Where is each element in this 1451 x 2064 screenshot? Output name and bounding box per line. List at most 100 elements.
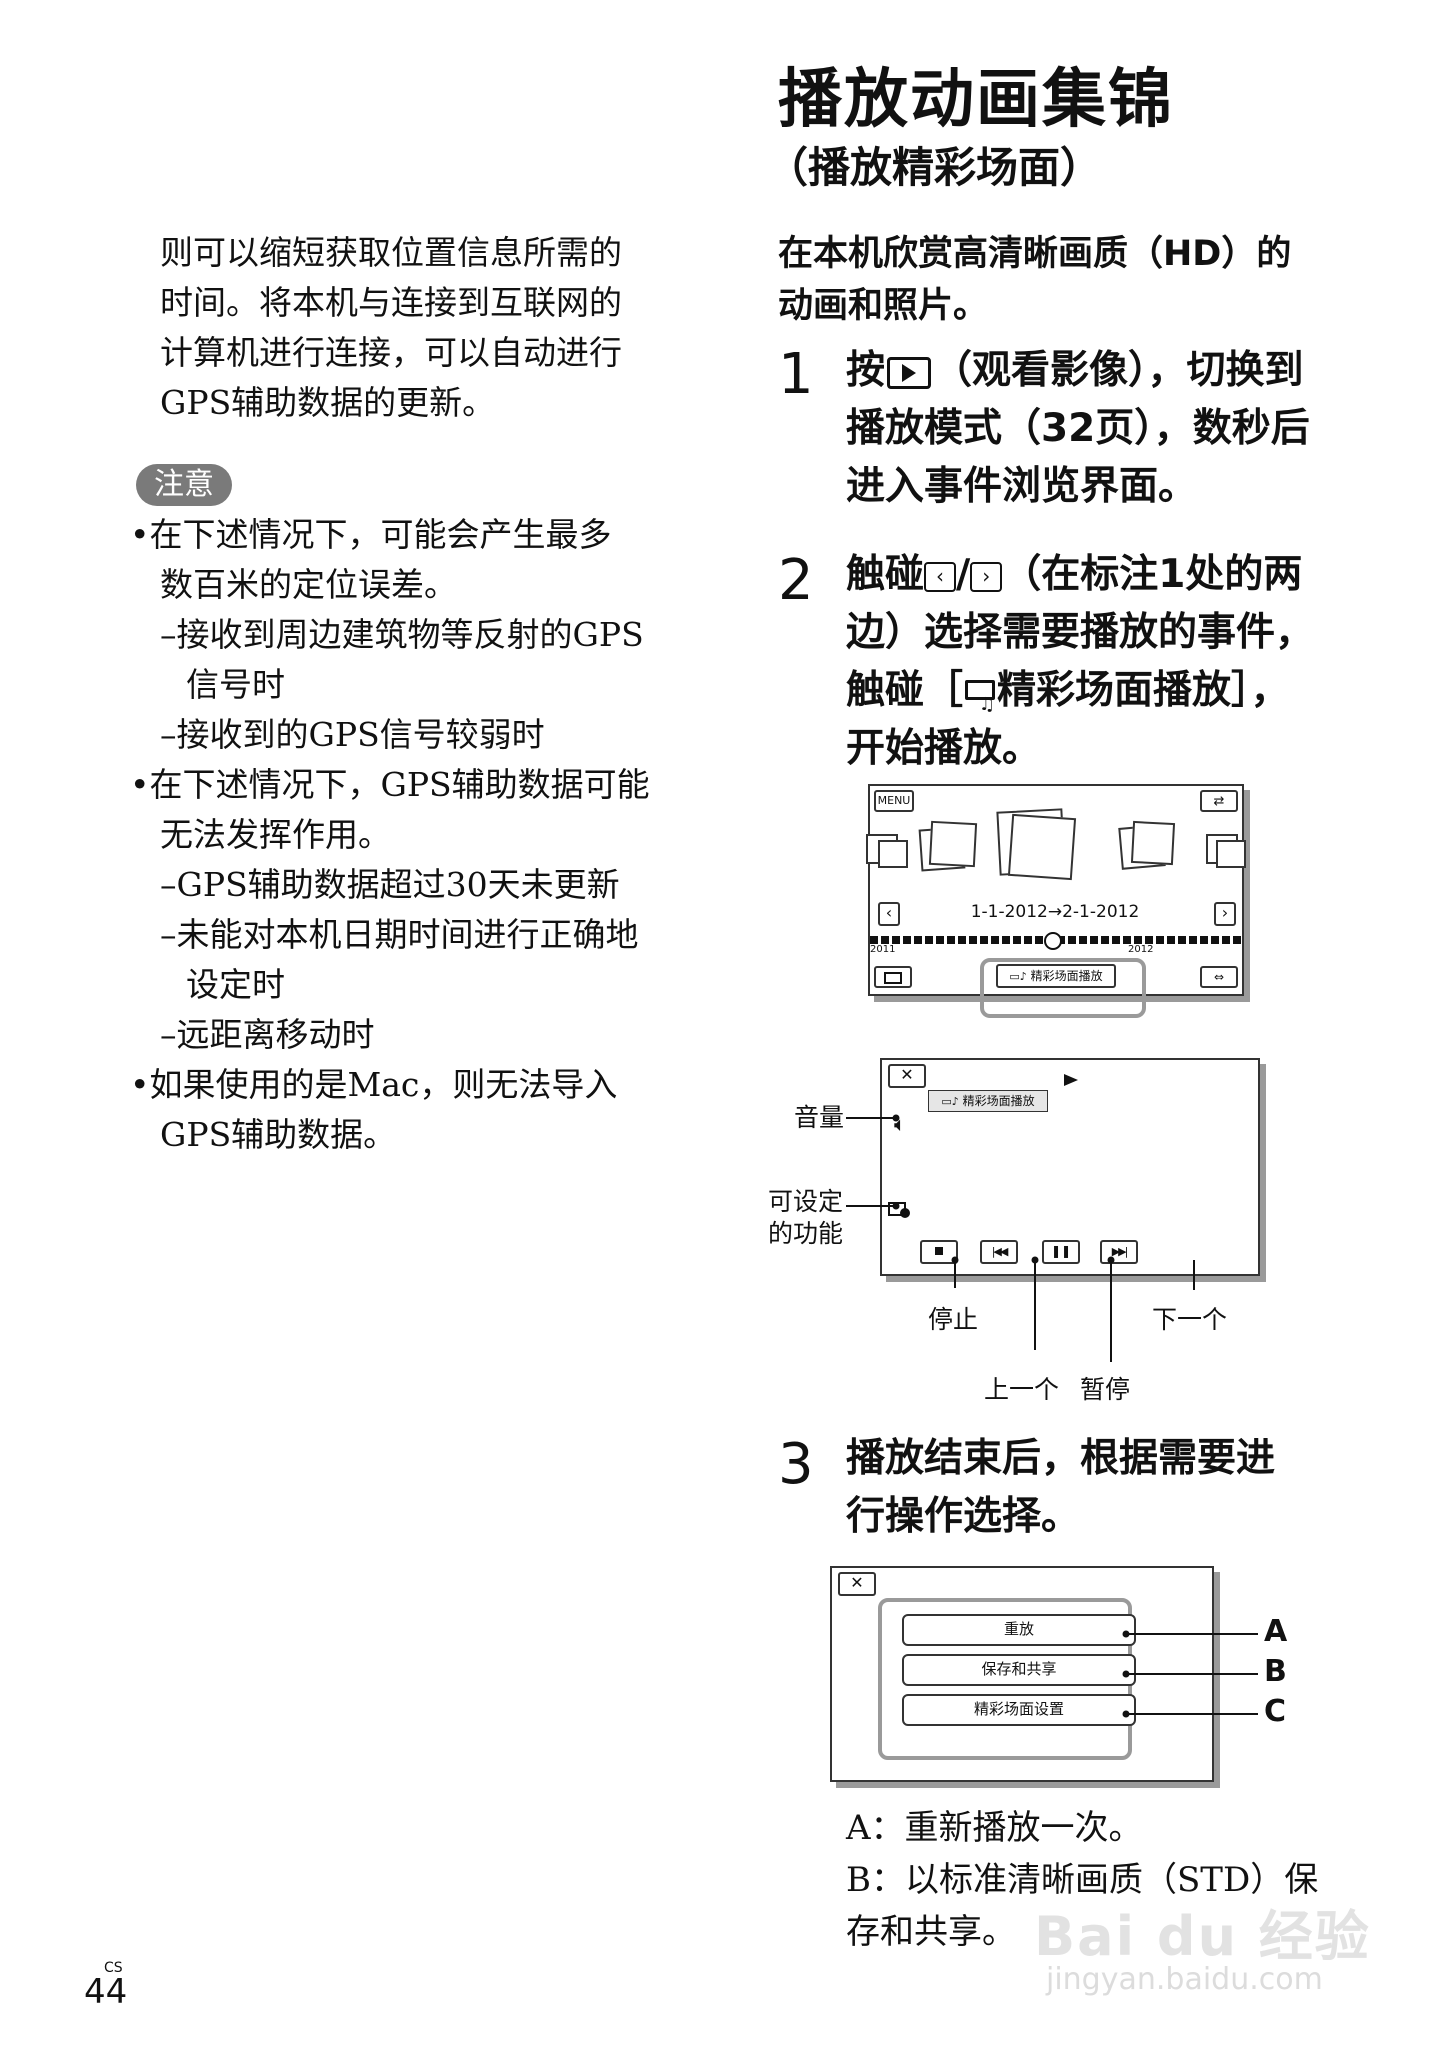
playback-callout-lines bbox=[846, 1114, 1115, 1362]
button-label: 保存和共享 bbox=[981, 1660, 1057, 1678]
highlight-playback-badge: ▭♪ 精彩场面播放 bbox=[928, 1090, 1048, 1112]
previous-button[interactable]: |◀◀ bbox=[980, 1240, 1018, 1264]
text-line: A：重新播放一次。 bbox=[846, 1808, 1143, 1848]
dash-line: 信号时 bbox=[186, 665, 285, 704]
view-mode-button[interactable] bbox=[874, 966, 912, 988]
dash-line: –接收到周边建筑物等反射的GPS bbox=[160, 615, 644, 654]
callout-letter-a: A bbox=[1264, 1614, 1288, 1649]
step1-text: 按 （观看影像），切换到 播放模式（32页），数秒后 进入事件浏览界面。 bbox=[846, 342, 1406, 516]
prev-event-button[interactable]: ‹ bbox=[878, 902, 900, 926]
button-label: 重放 bbox=[1003, 1620, 1034, 1638]
text-line: GPS辅助数据的更新。 bbox=[160, 383, 496, 422]
film-icon bbox=[884, 971, 902, 984]
close-icon: ✕ bbox=[900, 1065, 914, 1084]
text-fragment: / bbox=[956, 552, 971, 597]
callout-letter-c: C bbox=[1264, 1694, 1287, 1729]
step-number: 1 bbox=[778, 342, 814, 407]
bullet-line: •在下述情况下，GPS辅助数据可能 bbox=[130, 765, 650, 804]
next-callout-line bbox=[1193, 1260, 1195, 1290]
prev-label: 上一个 bbox=[984, 1375, 1060, 1404]
page-lang-code: CS bbox=[104, 1960, 123, 1976]
result-descriptions: A：重新播放一次。 B：以标准清晰画质（STD）保 存和共享。 bbox=[846, 1802, 1406, 1958]
step-number: 3 bbox=[778, 1432, 814, 1497]
dash-line: 设定时 bbox=[186, 965, 285, 1004]
settings-label: 可设定 的功能 bbox=[768, 1186, 843, 1250]
pause-button[interactable]: ❚❚ bbox=[1042, 1240, 1080, 1264]
diamond-arrows-icon: ⇔ bbox=[1213, 970, 1225, 984]
next-button[interactable]: ▶▶| bbox=[1100, 1240, 1138, 1264]
dash-line: –未能对本机日期时间进行正确地 bbox=[160, 915, 639, 954]
skip-forward-icon: ▶▶| bbox=[1111, 1245, 1129, 1258]
text-fragment: 触碰［ bbox=[846, 668, 964, 713]
close-button[interactable]: ✕ bbox=[838, 1572, 876, 1596]
chevron-right-icon: › bbox=[970, 561, 1003, 592]
left-paragraph: 则可以缩短获取位置信息所需的 时间。将本机与连接到互联网的 计算机进行连接，可以… bbox=[160, 228, 680, 428]
text-line: 播放模式（32页），数秒后 bbox=[846, 406, 1310, 451]
intro-paragraph: 在本机欣赏高清晰画质（HD）的 动画和照片。 bbox=[778, 228, 1398, 332]
event-thumbnail-stack bbox=[928, 820, 978, 868]
page-subtitle: （播放精彩场面） bbox=[766, 143, 1103, 192]
event-thumbnails[interactable] bbox=[866, 808, 1246, 881]
save-share-button[interactable]: 保存和共享 bbox=[902, 1654, 1136, 1686]
text-fragment: 按 bbox=[846, 348, 886, 393]
bullet-line: 无法发挥作用。 bbox=[160, 815, 391, 854]
page-title: 播放动画集锦 bbox=[778, 63, 1174, 137]
event-thumbnail-stack bbox=[878, 840, 908, 868]
text-line: 动画和照片。 bbox=[778, 286, 989, 326]
text-line: 播放结束后，根据需要进 bbox=[846, 1436, 1276, 1481]
chevron-right-icon: › bbox=[1221, 903, 1229, 922]
badge-label: 精彩场面播放 bbox=[962, 1094, 1035, 1108]
play-icon bbox=[887, 356, 932, 389]
next-event-button[interactable]: › bbox=[1214, 902, 1236, 926]
text-fragment: 触碰 bbox=[846, 552, 925, 597]
timeline-start-year: 2011 bbox=[870, 944, 896, 955]
stop-icon bbox=[935, 1247, 943, 1255]
text-line: 边）选择需要播放的事件， bbox=[846, 610, 1315, 655]
button-label: 精彩场面设置 bbox=[973, 1700, 1064, 1718]
text-line: 时间。将本机与连接到互联网的 bbox=[160, 283, 622, 322]
watermark-logo: Bai du 经验 bbox=[1034, 1905, 1371, 1968]
text-line: 计算机进行连接，可以自动进行 bbox=[160, 333, 622, 372]
pause-label: 暂停 bbox=[1080, 1375, 1131, 1404]
next-label: 下一个 bbox=[1152, 1305, 1228, 1334]
close-button[interactable]: ✕ bbox=[888, 1064, 926, 1088]
text-fragment: 精彩场面播放］， bbox=[997, 668, 1290, 713]
media-switch-button[interactable]: ⇔ bbox=[1200, 966, 1238, 988]
chevron-left-icon: ‹ bbox=[885, 903, 893, 922]
text-line: 存和共享。 bbox=[846, 1912, 1016, 1952]
highlight-film-icon: ▭♪ bbox=[941, 1095, 959, 1108]
switch-view-button[interactable]: ⇄ bbox=[1200, 790, 1238, 812]
timeline-marker bbox=[1044, 932, 1062, 950]
bullet-line: •在下述情况下，可能会产生最多 bbox=[130, 515, 612, 554]
step-number: 2 bbox=[778, 548, 814, 613]
highlight-settings-button[interactable]: 精彩场面设置 bbox=[902, 1694, 1136, 1726]
text-fragment: （在标注1处的两 bbox=[1002, 552, 1303, 597]
menu-button[interactable]: MENU bbox=[874, 790, 914, 812]
play-indicator-icon bbox=[1064, 1074, 1078, 1086]
volume-label: 音量 bbox=[794, 1103, 845, 1132]
event-thumbnail-stack bbox=[1216, 840, 1246, 868]
bullet-line: 数百米的定位误差。 bbox=[160, 565, 457, 604]
dash-line: –GPS辅助数据超过30天未更新 bbox=[160, 865, 620, 904]
button-label: 精彩场面播放 bbox=[1030, 969, 1103, 983]
text-line: 的功能 bbox=[768, 1219, 844, 1248]
date-range: 1-1-2012→2-1-2012 bbox=[970, 902, 1140, 922]
text-fragment: （观看影像），切换到 bbox=[933, 348, 1304, 393]
highlight-callout bbox=[980, 958, 1146, 1018]
chevron-left-icon: ‹ bbox=[924, 561, 957, 592]
text-line: 开始播放。 bbox=[846, 726, 1042, 771]
replay-button[interactable]: 重放 bbox=[902, 1614, 1136, 1646]
text-line: B：以标准清晰画质（STD）保 bbox=[846, 1860, 1319, 1900]
rotate-icon: ⇄ bbox=[1213, 794, 1225, 809]
bullet-line: GPS辅助数据。 bbox=[160, 1115, 397, 1154]
text-line: 在本机欣赏高清晰画质（HD）的 bbox=[778, 234, 1292, 274]
text-line: 行操作选择。 bbox=[846, 1494, 1081, 1539]
text-line: 则可以缩短获取位置信息所需的 bbox=[160, 233, 622, 272]
text-line: 进入事件浏览界面。 bbox=[846, 464, 1198, 509]
note-badge: 注意 bbox=[136, 464, 232, 506]
page-number: 44 bbox=[84, 1972, 128, 2012]
highlight-playback-button[interactable]: ▭♪ 精彩场面播放 bbox=[996, 964, 1116, 988]
watermark-url: jingyan.baidu.com bbox=[1046, 1962, 1323, 1997]
dash-line: –接收到的GPS信号较弱时 bbox=[160, 715, 545, 754]
step3-text: 播放结束后，根据需要进 行操作选择。 bbox=[846, 1430, 1406, 1546]
